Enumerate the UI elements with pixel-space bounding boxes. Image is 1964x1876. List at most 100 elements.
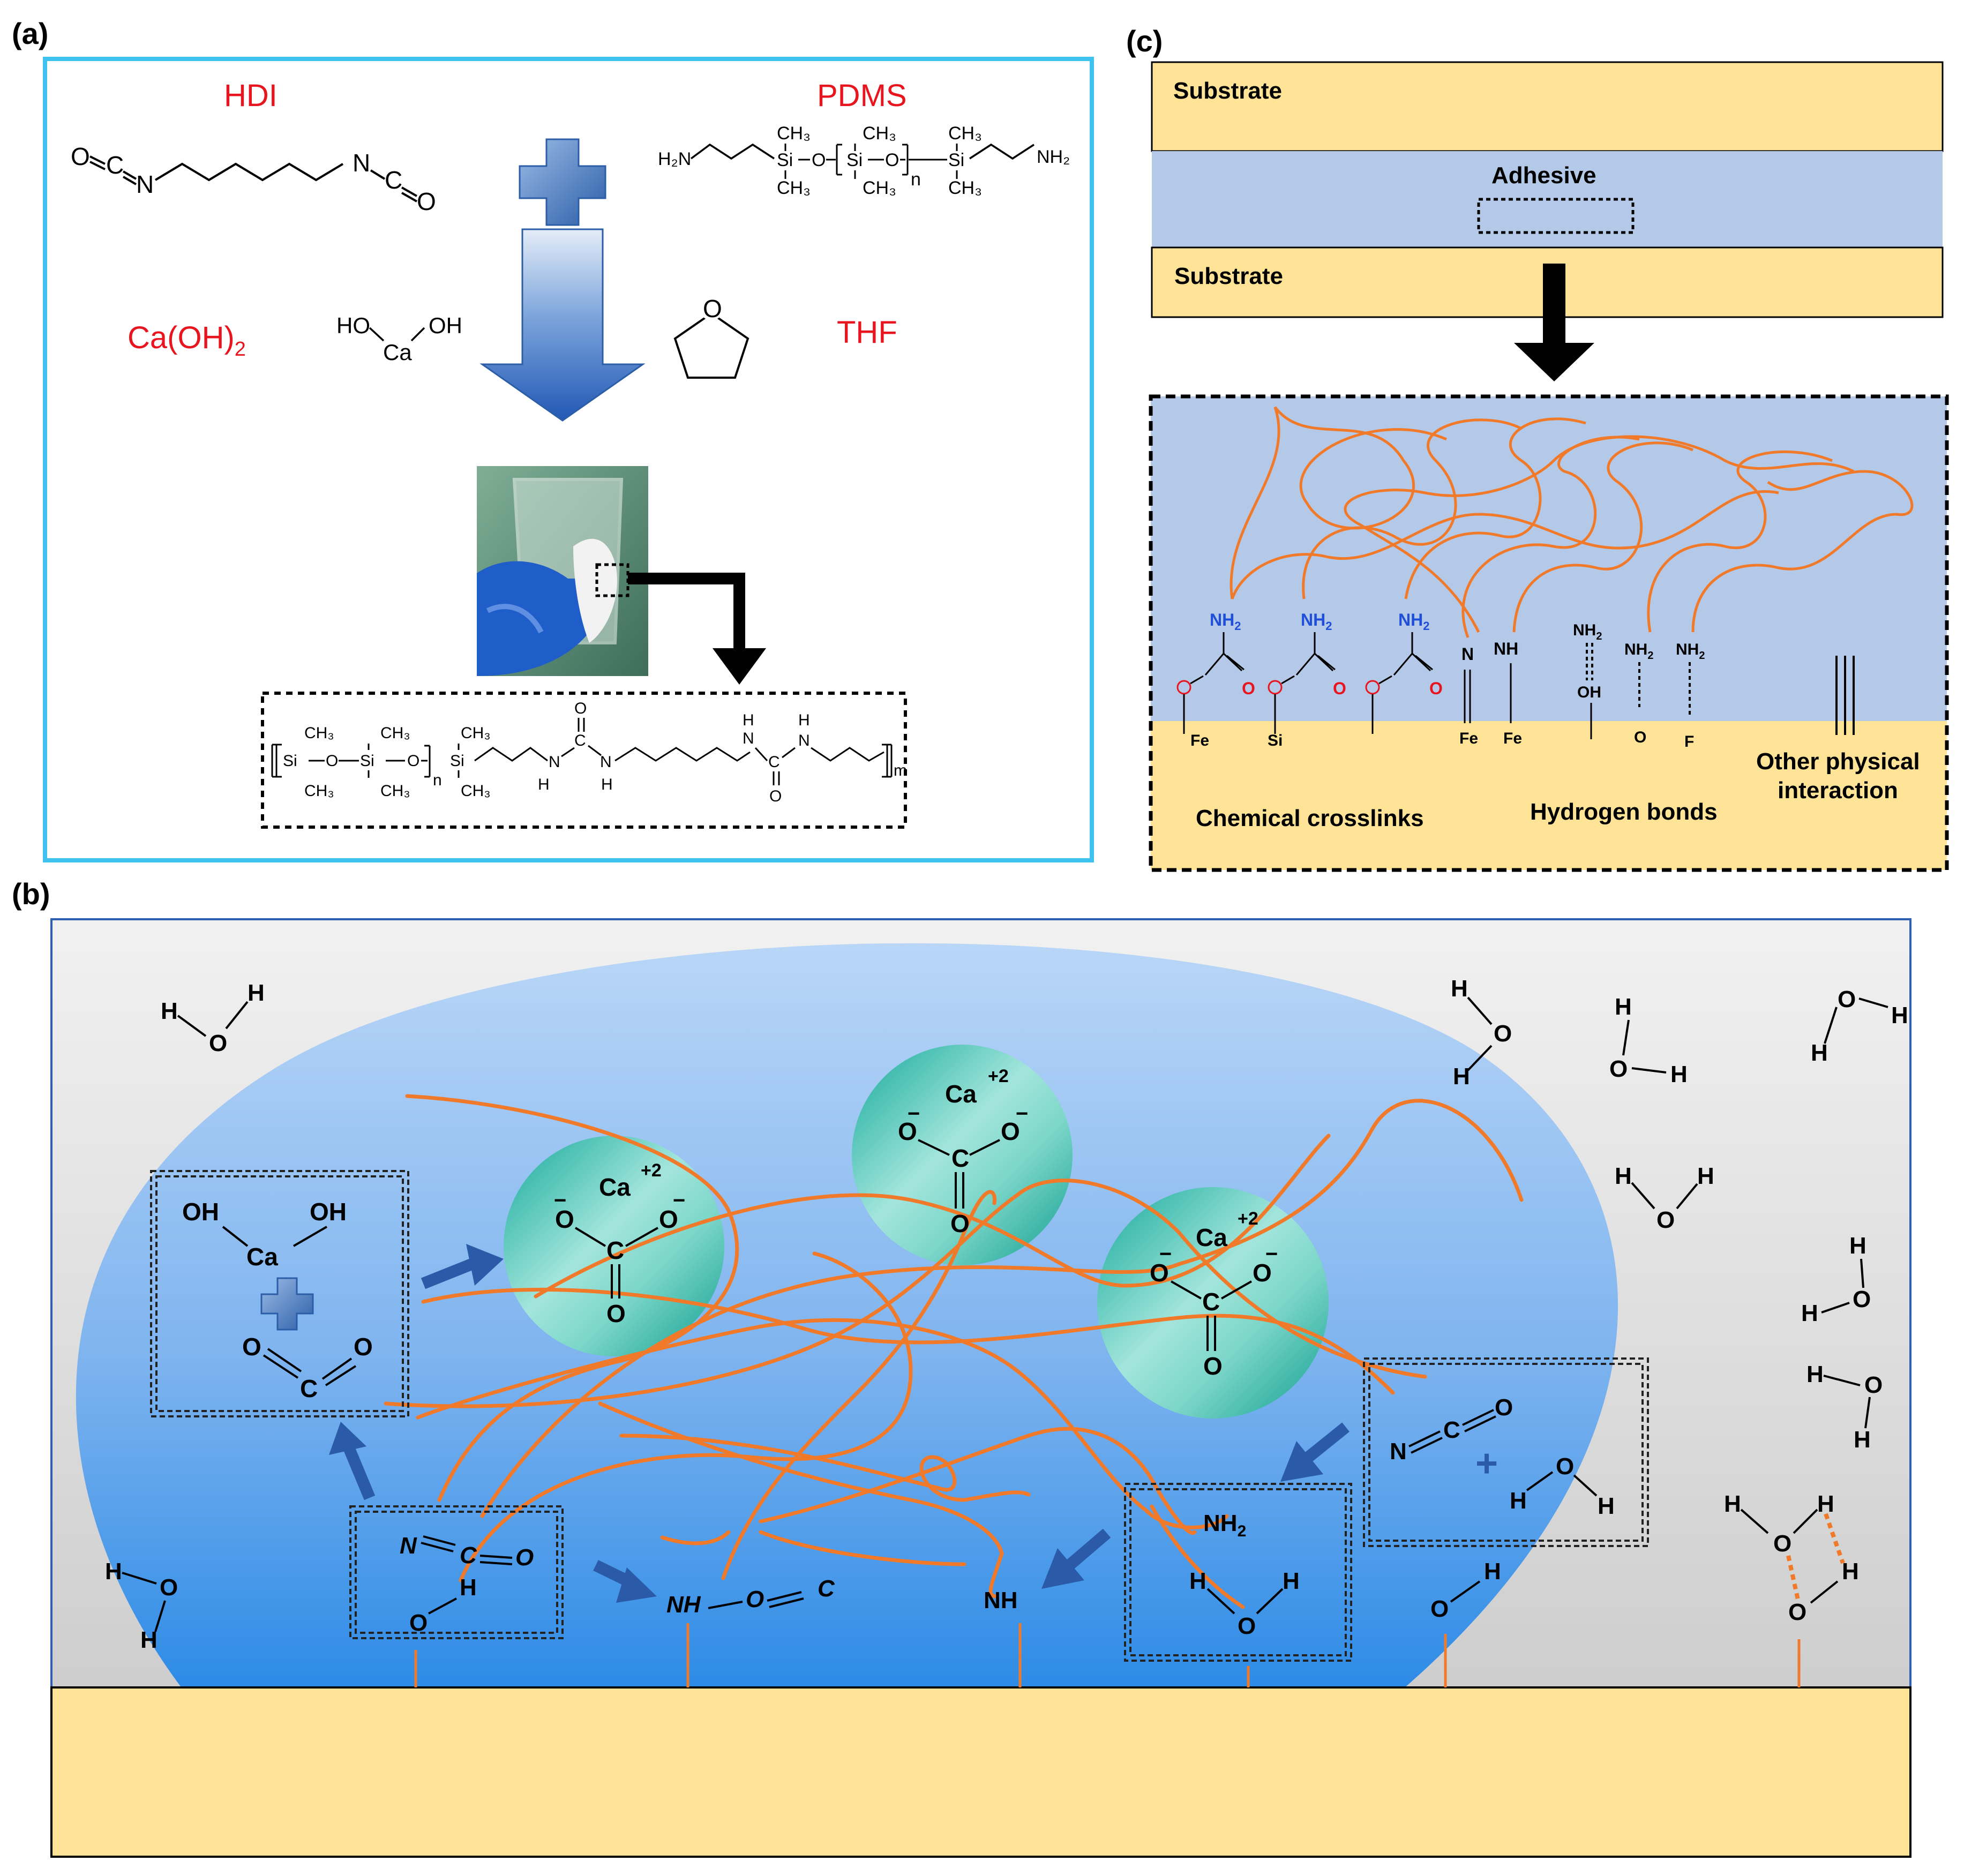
- water-molecule: HOH: [105, 1558, 178, 1653]
- ca-ion-1: Ca: [599, 1173, 631, 1201]
- hb-f: F: [1684, 733, 1694, 751]
- product-c-1: C: [574, 732, 586, 749]
- bottom-substrate: [1151, 246, 1944, 318]
- nh2-group-2: NH2: [1301, 610, 1332, 633]
- pdms-ch3-6: CH₃: [948, 178, 982, 198]
- ca1-o-bottom: O: [606, 1300, 626, 1327]
- panel-b: (b): [12, 877, 1911, 1858]
- nh2-water-box: NH2 H O H: [1124, 1483, 1352, 1662]
- polymer-chains-b: [384, 1094, 1524, 1609]
- svg-text:O: O: [1494, 1020, 1512, 1047]
- chemical-crosslinks-label: Chemical crosslinks: [1196, 805, 1424, 831]
- svg-text:O: O: [1853, 1286, 1871, 1312]
- left-box-c: C: [460, 1542, 477, 1569]
- product-ch3-1: CH₃: [304, 724, 334, 742]
- product-o-3: O: [574, 700, 587, 717]
- product-si-2: Si: [360, 752, 374, 770]
- right-box-h-1: H: [1510, 1488, 1527, 1514]
- left-box-h: H: [460, 1574, 477, 1601]
- physical-interaction-lines: [1835, 656, 1855, 735]
- svg-text:H: H: [1451, 975, 1468, 1002]
- box-oh-right: OH: [310, 1198, 347, 1226]
- nco-water-box-right: N C O + H O H: [1363, 1357, 1649, 1547]
- box-oh-left: OH: [182, 1198, 219, 1226]
- left-box-o-2: O: [409, 1610, 428, 1636]
- surface-o: O: [1430, 1596, 1449, 1622]
- water-molecule: HOH: [1615, 1163, 1714, 1233]
- hdi-n-right: N: [353, 149, 370, 177]
- svg-text:H: H: [248, 980, 265, 1006]
- adhesive-ellipse: [76, 943, 1618, 1689]
- urethane-group: NH O C: [666, 1575, 835, 1618]
- box-plus-icon: [260, 1277, 314, 1331]
- hdi-o-left: O: [71, 142, 90, 170]
- svg-text:H: H: [1453, 1063, 1470, 1090]
- svg-text:O: O: [209, 1030, 227, 1056]
- svg-text:H: H: [1891, 1002, 1908, 1029]
- pdms-ch3-2: CH₃: [777, 178, 811, 198]
- hdi-label: HDI: [224, 78, 278, 113]
- ca-ion-3: Ca: [1196, 1224, 1227, 1251]
- nh2-group-1: NH2: [1210, 610, 1241, 633]
- pdms-o-1: O: [812, 150, 826, 170]
- hdi-n-left: N: [136, 170, 154, 198]
- svg-text:O: O: [1609, 1056, 1628, 1082]
- pdms-si-3: Si: [948, 150, 964, 170]
- cluster-o-1: O: [1773, 1530, 1791, 1557]
- caoh2-structure: HO OH Ca: [336, 313, 462, 365]
- product-h-1: H: [538, 776, 550, 793]
- hb-nh2-2: NH2: [1624, 641, 1653, 662]
- cluster-h-3: H: [1842, 1558, 1859, 1585]
- crosslink-nh: NH: [1494, 639, 1518, 658]
- ca1-o-right: O: [659, 1205, 678, 1233]
- arrow-to-urethane: [593, 1560, 657, 1603]
- crosslink-fe-2: Fe: [1459, 730, 1478, 747]
- product-n-3: N: [743, 730, 754, 747]
- ca2-minus-left: −: [908, 1102, 920, 1125]
- svg-text:H: H: [1615, 1163, 1632, 1189]
- pdms-ch3-5: CH₃: [948, 123, 982, 144]
- svg-text:H: H: [1854, 1427, 1871, 1453]
- product-h-4: H: [798, 711, 810, 729]
- arrow-to-nh: [1041, 1528, 1111, 1589]
- other-physical-label-2: interaction: [1778, 777, 1898, 804]
- product-si-1: Si: [283, 752, 297, 770]
- pdms-ch3-4: CH₃: [863, 178, 896, 198]
- water-molecule: HOH: [1451, 975, 1512, 1090]
- svg-text:H: H: [1697, 1163, 1714, 1189]
- pdms-ch3-3: CH₃: [863, 123, 896, 144]
- svg-text:H: H: [105, 1558, 122, 1585]
- pdms-nh2: NH₂: [1037, 147, 1070, 167]
- caoh2-ho: HO: [336, 313, 370, 338]
- thf-label: THF: [837, 315, 897, 350]
- cluster-h-2: H: [1817, 1491, 1834, 1517]
- product-o-1: O: [326, 752, 338, 770]
- urethane-o: O: [746, 1586, 764, 1612]
- hb-nh2-3: NH2: [1676, 641, 1705, 662]
- hdi-o-right: O: [417, 187, 436, 215]
- ca2-o-bottom: O: [950, 1210, 970, 1237]
- box-water-h-left: H: [1189, 1568, 1206, 1594]
- bottom-substrate-label: Substrate: [1174, 263, 1283, 289]
- product-c-2: C: [768, 753, 780, 771]
- pdms-ch3-1: CH₃: [777, 123, 811, 144]
- svg-text:H: H: [1615, 994, 1632, 1020]
- svg-text:O: O: [160, 1574, 178, 1601]
- pdms-label: PDMS: [817, 78, 907, 113]
- ca1-minus-left: −: [554, 1189, 566, 1212]
- thf-structure: O: [673, 295, 749, 379]
- ca-charge-2: +2: [988, 1066, 1009, 1086]
- hb-o: O: [1634, 729, 1646, 746]
- right-box-o-2: O: [1556, 1453, 1574, 1480]
- product-ch3-6: CH₃: [461, 782, 491, 800]
- pdms-o-2: O: [885, 150, 899, 170]
- caoh2-co2-box: OH OH Ca O O C: [150, 1170, 409, 1417]
- caoh2-label: Ca(OH)2: [128, 320, 246, 361]
- product-ch3-5: CH₃: [461, 724, 491, 742]
- product-h-2: H: [601, 776, 613, 793]
- crosslink-o-1: O: [1242, 679, 1255, 698]
- panel-c-label: (c): [1126, 24, 1163, 58]
- crosslink-n: N: [1461, 644, 1474, 664]
- box-ca: Ca: [246, 1243, 278, 1271]
- urethane-c: C: [818, 1575, 835, 1602]
